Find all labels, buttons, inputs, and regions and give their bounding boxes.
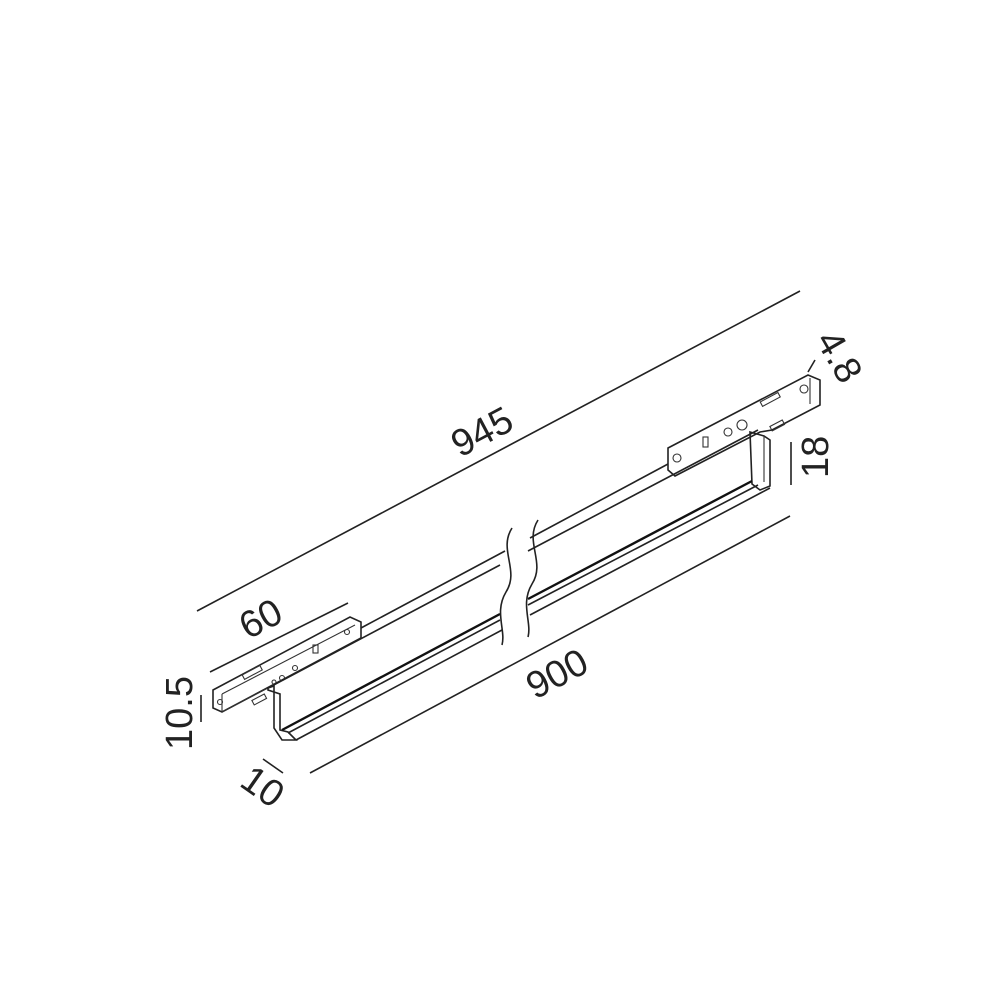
dim-line-4-8: [807, 359, 816, 373]
right-adapter: [667, 374, 821, 477]
label-10-5: 10.5: [159, 676, 201, 750]
break-line-left: [499, 527, 513, 646]
dim-line-60: [209, 602, 349, 673]
label-10: 10: [233, 758, 292, 817]
label-4-8: 4.8: [807, 324, 870, 391]
dim-line-10: [262, 758, 284, 774]
light-profile: [267, 429, 771, 741]
label-945: 945: [445, 399, 521, 466]
label-60: 60: [233, 591, 290, 648]
left-adapter: [212, 616, 362, 713]
label-18: 18: [795, 436, 837, 478]
dim-line-945: [196, 290, 801, 612]
label-900: 900: [520, 641, 596, 708]
break-line-right: [525, 519, 539, 638]
dim-line-900: [309, 515, 791, 774]
